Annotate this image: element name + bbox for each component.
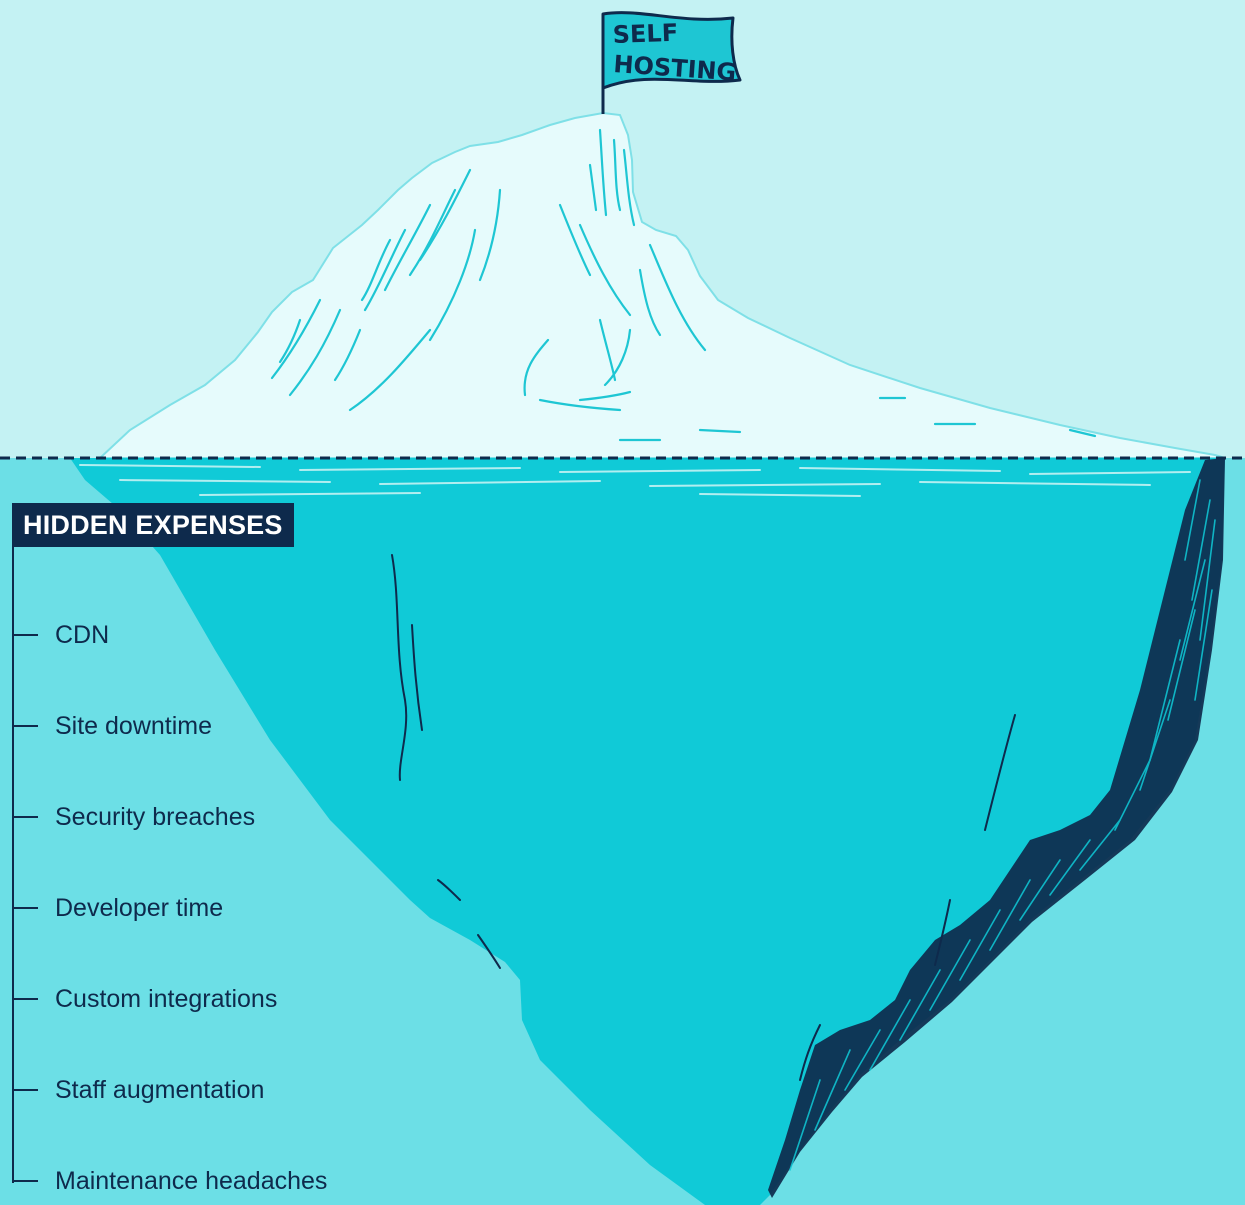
expense-label: Security breaches [55,803,256,831]
expense-item: Security breaches [12,797,472,837]
expense-tick [12,907,38,909]
expense-item: Maintenance headaches [12,1161,472,1201]
expense-label: Maintenance headaches [55,1167,328,1195]
self-hosting-flag: SELF HOSTING [601,11,742,90]
expense-tick [12,634,38,636]
water-surface-ripples [79,464,1191,497]
expense-item: CDN [12,615,472,655]
expense-item: Staff augmentation [12,1070,472,1110]
expense-label: Staff augmentation [55,1076,265,1104]
flag-label-line1: SELF [612,19,678,49]
expense-label: CDN [55,621,110,649]
iceberg-tip-strokes [270,128,1097,442]
expense-tick [12,1089,38,1091]
expense-tick [12,1180,38,1182]
expense-label: Site downtime [55,712,213,740]
dark-face-hatching [789,479,1216,1171]
flag-cloth [601,11,742,90]
hidden-expenses-title: HIDDEN EXPENSES [12,503,294,547]
expense-item: Site downtime [12,706,472,746]
iceberg-underwater [70,458,1225,1205]
expense-tick [12,816,38,818]
expense-label: Custom integrations [55,985,278,1013]
expenses-bracket-line [12,547,14,1183]
iceberg-dark-face [768,458,1225,1198]
underwater-cracks [391,554,1016,1081]
expense-item: Developer time [12,888,472,928]
expense-tick [12,998,38,1000]
expense-tick [12,725,38,727]
expense-item: Custom integrations [12,979,472,1019]
expense-label: Developer time [55,894,224,922]
